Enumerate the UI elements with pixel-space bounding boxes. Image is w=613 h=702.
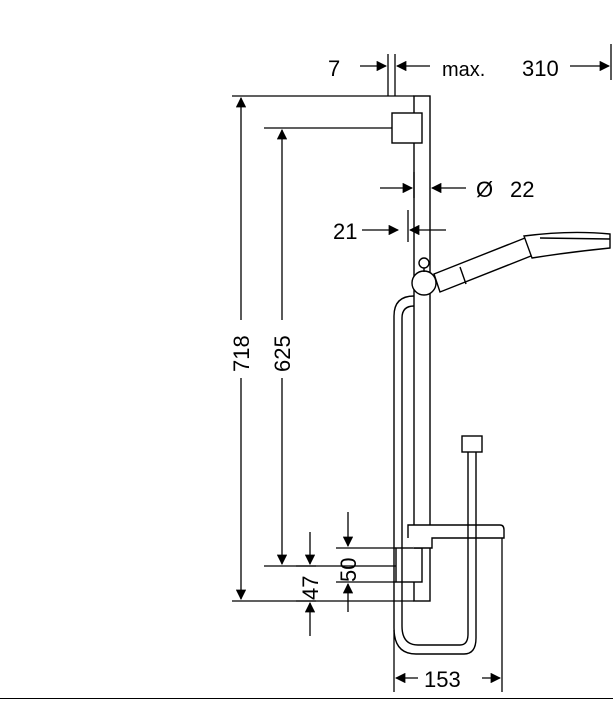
rail-offset-label: 21 bbox=[333, 219, 357, 244]
hand-shower-face bbox=[539, 237, 611, 240]
hand-shower-head bbox=[523, 231, 611, 259]
total-height-label: 718 bbox=[229, 335, 254, 372]
hand-shower-handle bbox=[433, 235, 537, 293]
hose-connector bbox=[461, 435, 483, 453]
slider-knob-top bbox=[418, 257, 430, 269]
offset-label: 7 bbox=[328, 56, 340, 81]
dimension-lines bbox=[232, 44, 612, 692]
bottom-spacing-label: 50 bbox=[336, 558, 361, 582]
diameter-symbol: Ø bbox=[476, 177, 493, 202]
slider-knob bbox=[411, 270, 437, 296]
dimension-labels: 7 max. 310 Ø 22 21 718 625 50 47 153 bbox=[229, 56, 559, 692]
rail-height-label: 625 bbox=[270, 335, 295, 372]
shelf-width-label: 153 bbox=[424, 667, 461, 692]
shower-set bbox=[391, 95, 611, 655]
shower-hose-inner bbox=[401, 305, 469, 646]
hand-shower-neck-band bbox=[459, 266, 467, 285]
base-spacing-label: 47 bbox=[298, 576, 323, 600]
shower-hose-outer bbox=[393, 295, 477, 655]
max-reach-label: 310 bbox=[522, 56, 559, 81]
top-wall-bracket bbox=[391, 112, 423, 144]
bottom-wall-bracket bbox=[395, 547, 423, 583]
shower-rail bbox=[413, 95, 431, 602]
max-label: max. bbox=[442, 59, 485, 81]
soap-shelf bbox=[407, 524, 505, 549]
diameter-label: 22 bbox=[510, 177, 534, 202]
bottom-rule bbox=[0, 698, 613, 699]
